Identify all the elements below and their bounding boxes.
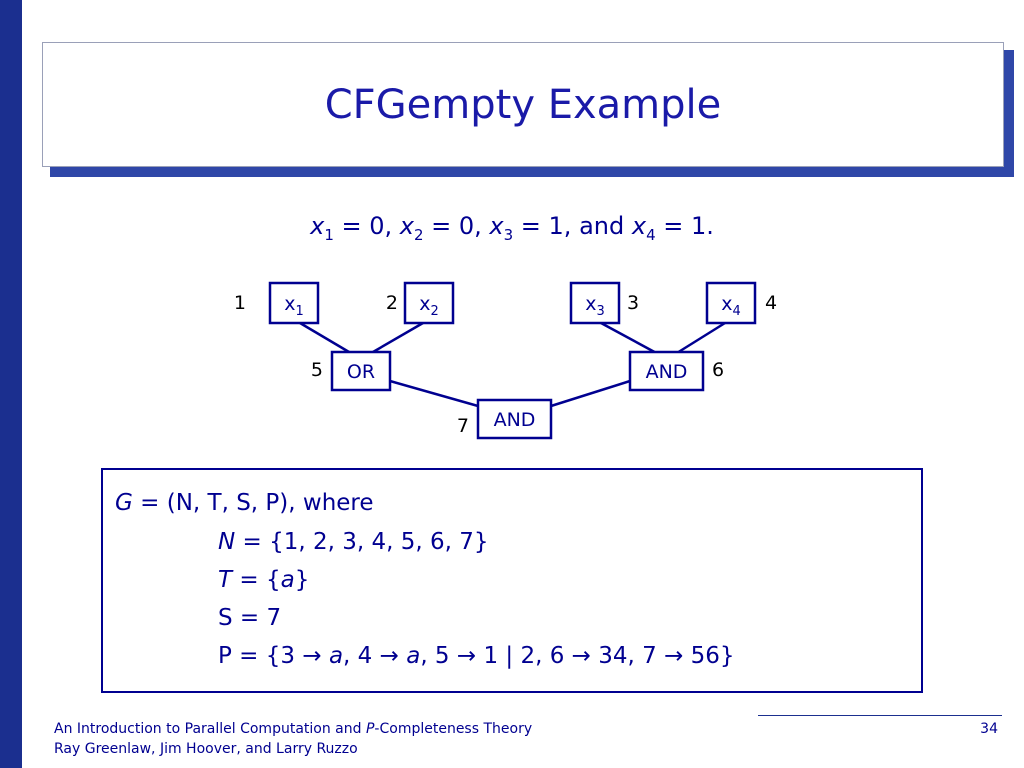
grammar-terminal-a: a (280, 567, 295, 593)
footer-rule (758, 715, 1002, 716)
footer-book-title: An Introduction to Parallel Computation … (54, 721, 532, 737)
grammar-box: G = (N, T, S, P), where N = {1, 2, 3, 4,… (101, 468, 923, 693)
node-label-7: AND (494, 409, 536, 431)
page-number: 34 (980, 721, 998, 737)
node-label-3: x3 (585, 293, 605, 319)
node-number-7: 7 (457, 415, 469, 437)
node-number-2: 2 (386, 292, 398, 314)
var-x1: x (310, 212, 325, 240)
node-number-6: 6 (712, 359, 724, 381)
node-box-3 (569, 281, 621, 325)
var-x3: x (489, 212, 504, 240)
node-box-7 (476, 398, 553, 440)
grammar-terminals-open: = { (232, 567, 281, 593)
node-var-2: x (419, 293, 430, 315)
footer-authors: Ray Greenlaw, Jim Hoover, and Larry Ruzz… (54, 741, 358, 757)
footer-title-c: -Completeness Theory (374, 721, 533, 737)
var-x4: x (631, 212, 647, 240)
edge-2-5 (372, 321, 424, 354)
grammar-productions-c: , 4 → (343, 643, 407, 669)
grammar-productions-b: a (328, 643, 344, 669)
footer-title-p: P (365, 721, 375, 737)
grammar-productions-d: a (406, 643, 421, 669)
node-label-5: OR (347, 361, 375, 383)
grammar-productions-a: P = {3 → (218, 643, 329, 669)
grammar-line-4: S = 7 (218, 605, 282, 631)
val-3: = 1, and (513, 212, 632, 240)
node-box-4 (705, 281, 757, 325)
edge-3-6 (600, 321, 656, 354)
node-box-2 (403, 281, 455, 325)
node-var-3: x (585, 293, 596, 315)
slide-title: CFGempty Example (324, 81, 722, 128)
grammar-symbol-t: T (218, 567, 233, 593)
grammar-tuple: = (N, T, S, P), where (132, 490, 374, 516)
node-number-4: 4 (765, 292, 777, 314)
grammar-symbol-g: G (115, 490, 133, 516)
node-var-1: x (284, 293, 295, 315)
node-number-5: 5 (311, 359, 323, 381)
node-number-3: 3 (627, 292, 639, 314)
footer-title-a: An Introduction to Parallel Computation … (54, 721, 366, 737)
node-sub-4: 4 (732, 304, 740, 319)
sub-2: 2 (413, 225, 424, 244)
node-label-6: AND (646, 361, 688, 383)
node-box-5 (330, 350, 392, 392)
val-1: = 0, (333, 212, 400, 240)
node-var-4: x (721, 293, 732, 315)
edge-4-6 (677, 321, 726, 354)
var-x2: x (399, 212, 414, 240)
grammar-nonterminals: = {1, 2, 3, 4, 5, 6, 7} (235, 529, 489, 555)
grammar-line-2: N = {1, 2, 3, 4, 5, 6, 7} (218, 529, 489, 555)
sub-1: 1 (324, 225, 334, 244)
sub-3: 3 (503, 225, 514, 244)
node-box-6 (628, 350, 705, 392)
grammar-line-3: T = {a} (218, 567, 309, 593)
node-number-1: 1 (234, 292, 246, 314)
node-sub-3: 3 (596, 304, 604, 319)
node-label-4: x4 (721, 293, 741, 319)
grammar-line-1: G = (N, T, S, P), where (115, 490, 374, 516)
sub-4: 4 (646, 225, 656, 244)
grammar-line-5: P = {3 → a, 4 → a, 5 → 1 | 2, 6 → 34, 7 … (218, 643, 735, 669)
edge-5-7 (389, 379, 479, 408)
edge-6-7 (550, 379, 631, 408)
left-accent-bar (0, 0, 22, 768)
node-label-1: x1 (284, 293, 304, 319)
node-label-2: x2 (419, 293, 439, 319)
val-2: = 0, (423, 212, 490, 240)
variable-assignment: x1 = 0, x2 = 0, x3 = 1, and x4 = 1. (0, 212, 1024, 244)
node-sub-2: 2 (430, 304, 438, 319)
edge-1-5 (299, 321, 350, 354)
node-box-1 (268, 281, 320, 325)
title-box: CFGempty Example (42, 42, 1004, 167)
val-4: = 1. (655, 212, 714, 240)
grammar-productions-e: , 5 → 1 | 2, 6 → 34, 7 → 56} (420, 643, 735, 669)
node-sub-1: 1 (295, 304, 303, 319)
grammar-terminals-close: } (294, 567, 310, 593)
grammar-symbol-n: N (218, 529, 236, 555)
